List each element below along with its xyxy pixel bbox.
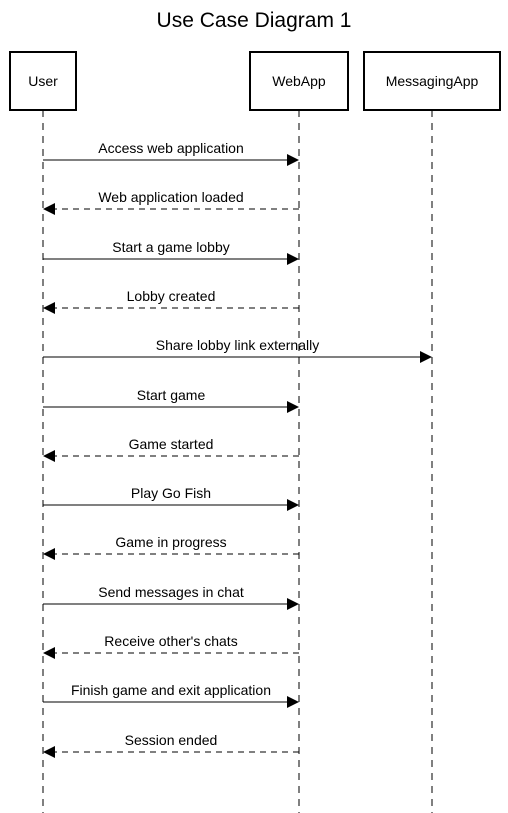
- message-arrowhead: [43, 548, 55, 560]
- message-label: Access web application: [98, 140, 244, 156]
- message-1: Access web application: [43, 140, 299, 166]
- message-arrowhead: [287, 253, 299, 265]
- participant-label-messagingapp: MessagingApp: [386, 73, 479, 89]
- message-3: Start a game lobby: [43, 239, 299, 265]
- message-12: Finish game and exit application: [43, 682, 299, 708]
- message-label: Start a game lobby: [112, 239, 230, 255]
- participant-box-webapp: [249, 51, 349, 111]
- message-label: Finish game and exit application: [71, 682, 271, 698]
- message-13: Session ended: [43, 732, 299, 758]
- message-label: Game in progress: [115, 534, 226, 550]
- message-arrowhead: [420, 351, 432, 363]
- message-label: Start game: [137, 387, 206, 403]
- message-arrowhead: [43, 450, 55, 462]
- message-8: Play Go Fish: [43, 485, 299, 511]
- message-arrowhead: [287, 598, 299, 610]
- message-label: Receive other's chats: [104, 633, 237, 649]
- message-10: Send messages in chat: [43, 584, 299, 610]
- participants: User WebApp MessagingApp: [9, 51, 501, 111]
- participant-messagingapp: MessagingApp: [363, 51, 501, 111]
- message-arrowhead: [287, 401, 299, 413]
- message-4: Lobby created: [43, 288, 299, 314]
- message-arrowhead: [287, 696, 299, 708]
- message-6: Start game: [43, 387, 299, 413]
- message-arrowhead: [43, 746, 55, 758]
- message-arrowhead: [43, 647, 55, 659]
- lifelines: [42, 110, 433, 813]
- message-arrowhead: [43, 302, 55, 314]
- message-2: Web application loaded: [43, 189, 299, 215]
- message-label: Share lobby link externally: [156, 337, 319, 353]
- participant-label-user: User: [28, 73, 58, 89]
- message-5: Share lobby link externally: [43, 337, 432, 363]
- diagram-title: Use Case Diagram 1: [157, 9, 352, 32]
- message-label: Play Go Fish: [131, 485, 211, 501]
- message-7: Game started: [43, 436, 299, 462]
- participant-user: User: [9, 51, 77, 111]
- message-label: Web application loaded: [98, 189, 243, 205]
- message-9: Game in progress: [43, 534, 299, 560]
- message-label: Session ended: [125, 732, 218, 748]
- message-label: Lobby created: [127, 288, 216, 304]
- message-arrowhead: [287, 499, 299, 511]
- message-label: Send messages in chat: [98, 584, 244, 600]
- message-11: Receive other's chats: [43, 633, 299, 659]
- message-arrowhead: [287, 154, 299, 166]
- participant-webapp: WebApp: [249, 51, 349, 111]
- message-label: Game started: [129, 436, 214, 452]
- participant-box-user: [9, 51, 77, 111]
- participant-label-webapp: WebApp: [272, 73, 326, 89]
- participant-box-messagingapp: [363, 51, 501, 111]
- message-arrowhead: [43, 203, 55, 215]
